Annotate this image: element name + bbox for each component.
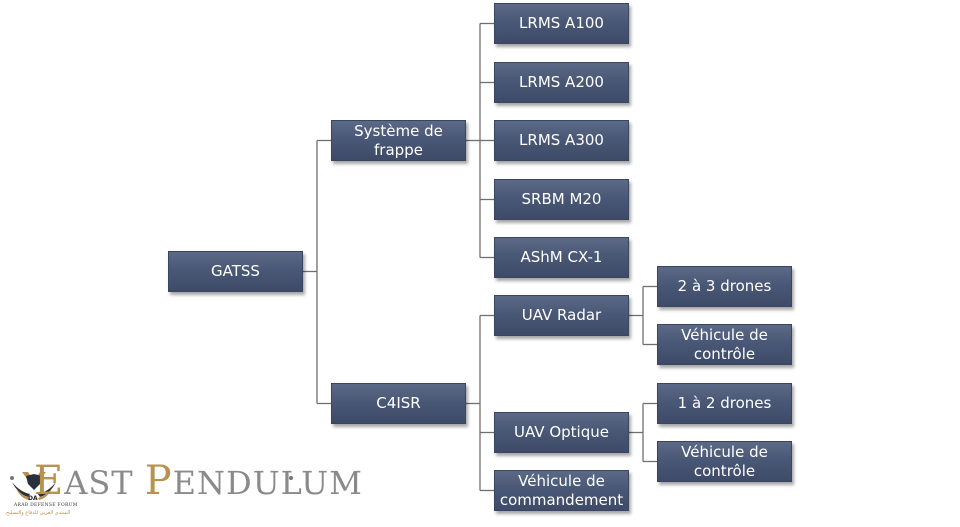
node-label: Véhicule de commandement bbox=[499, 471, 624, 509]
bullet-dot-right bbox=[289, 476, 293, 480]
node-1-a-2-drones[interactable]: 1 à 2 drones bbox=[657, 383, 792, 424]
node-ashm-cx1[interactable]: AShM CX-1 bbox=[494, 237, 629, 278]
node-lrms-a200[interactable]: LRMS A200 bbox=[494, 62, 629, 103]
node-systeme-de-frappe[interactable]: Système de frappe bbox=[331, 120, 466, 161]
node-label: 1 à 2 drones bbox=[677, 394, 772, 412]
east-pendulum-watermark: DA ARAB DEFENSE FORUM المنتدى العربي للد… bbox=[0, 452, 362, 527]
node-vehicule-de-controle-optique[interactable]: Véhicule de contrôle bbox=[657, 441, 792, 482]
forum-arabic-label: المنتدى العربي للدفاع والتسليح bbox=[6, 510, 71, 516]
node-lrms-a300[interactable]: LRMS A300 bbox=[494, 120, 629, 161]
node-uav-optique[interactable]: UAV Optique bbox=[494, 412, 629, 453]
node-label: LRMS A100 bbox=[519, 14, 604, 32]
node-label: GATSS bbox=[211, 262, 260, 280]
node-label: UAV Optique bbox=[514, 423, 609, 441]
node-label: C4ISR bbox=[376, 394, 421, 412]
brand-initial-p: P bbox=[144, 458, 173, 504]
forum-badge: DA bbox=[28, 495, 38, 502]
bullet-dot-left bbox=[10, 476, 14, 480]
node-label: Véhicule de contrôle bbox=[681, 325, 768, 363]
node-label: LRMS A300 bbox=[519, 131, 604, 149]
node-label: Système de frappe bbox=[354, 121, 443, 159]
node-label: AShM CX-1 bbox=[520, 248, 603, 266]
brand-word-east: AST bbox=[64, 464, 134, 502]
brand-initial-e: E bbox=[34, 458, 65, 504]
node-vehicule-de-commandement[interactable]: Véhicule de commandement bbox=[494, 470, 629, 511]
forum-label: ARAB DEFENSE FORUM bbox=[14, 503, 78, 508]
node-label: SRBM M20 bbox=[521, 190, 602, 208]
node-uav-radar[interactable]: UAV Radar bbox=[494, 295, 629, 336]
node-vehicule-de-controle-radar[interactable]: Véhicule de contrôle bbox=[657, 324, 792, 365]
node-gatss[interactable]: GATSS bbox=[168, 251, 303, 292]
arab-defense-forum-emblem-icon bbox=[12, 472, 56, 500]
node-label: UAV Radar bbox=[521, 306, 602, 324]
node-label: LRMS A200 bbox=[519, 73, 604, 91]
node-lrms-a100[interactable]: LRMS A100 bbox=[494, 3, 629, 44]
node-srbm-m20[interactable]: SRBM M20 bbox=[494, 179, 629, 220]
brand-word-pendulum: ENDULUM bbox=[172, 464, 363, 502]
node-label: 2 à 3 drones bbox=[677, 277, 772, 295]
node-label: Véhicule de contrôle bbox=[681, 442, 768, 480]
brand-wordmark: EAST PENDULUM bbox=[34, 458, 363, 504]
node-2-a-3-drones[interactable]: 2 à 3 drones bbox=[657, 266, 792, 307]
node-c4isr[interactable]: C4ISR bbox=[331, 383, 466, 424]
